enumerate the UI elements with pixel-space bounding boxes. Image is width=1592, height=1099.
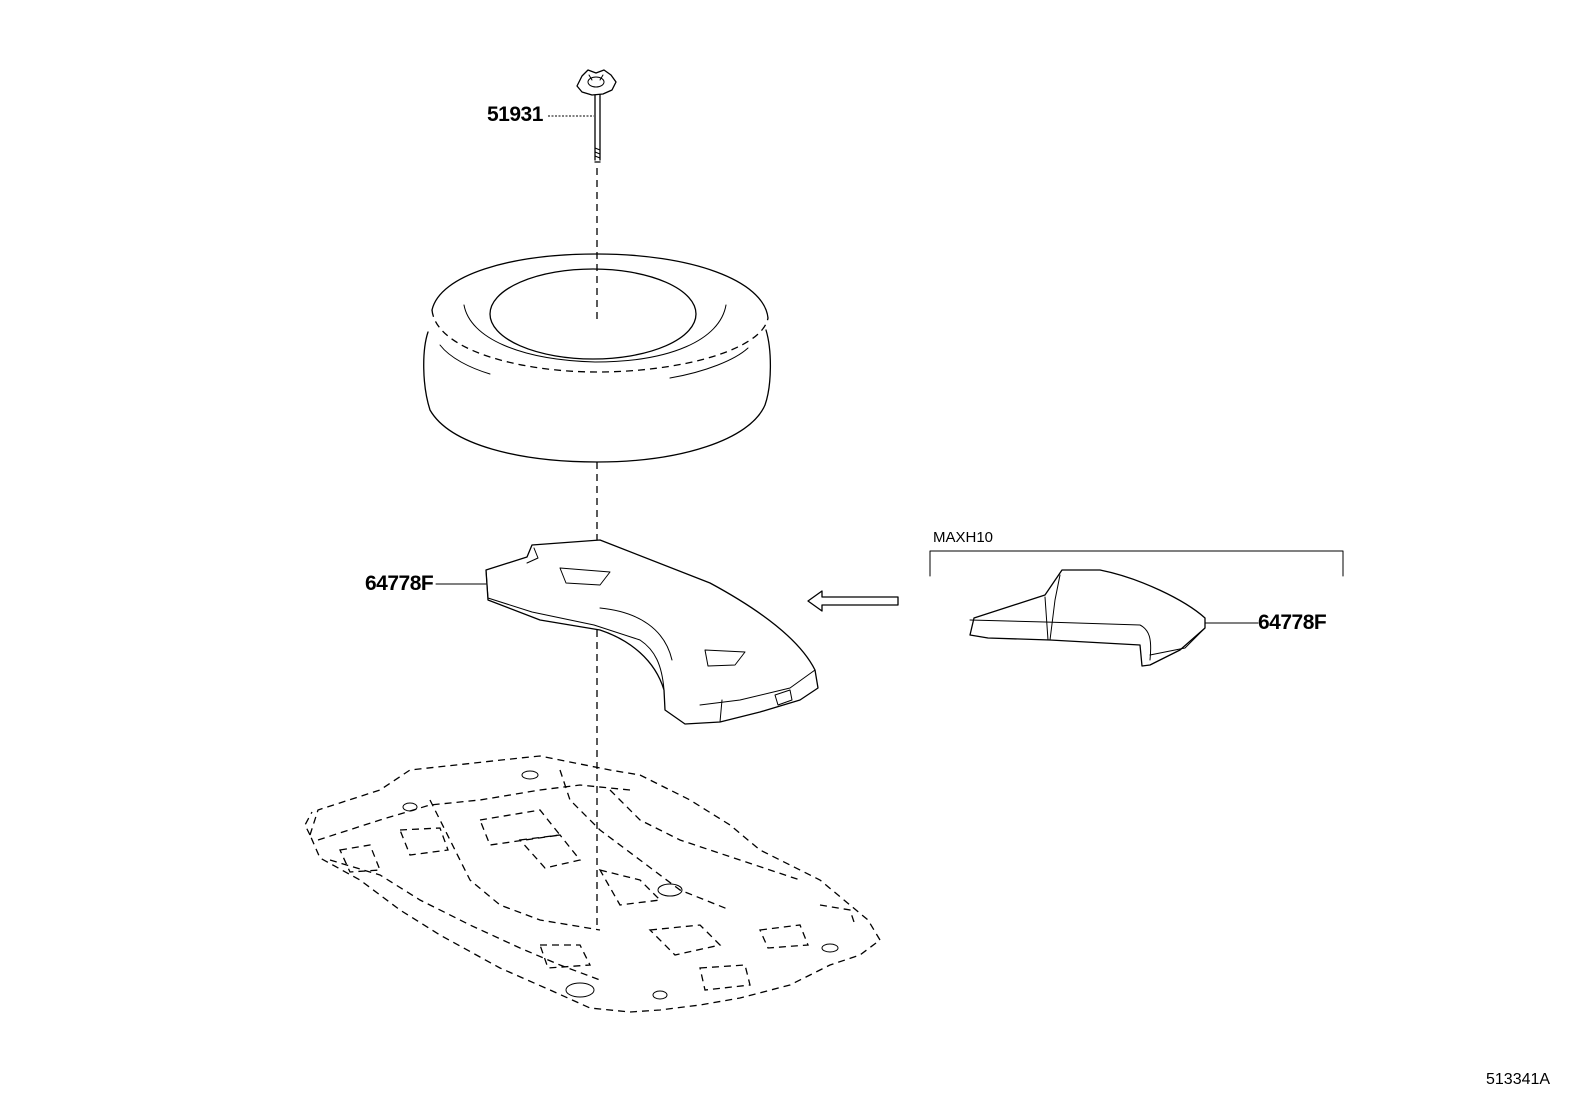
variant-bracket: [929, 550, 1344, 577]
tool-tray-alternative: [969, 569, 1206, 667]
part-number-64778f-alt: 64778F: [1258, 611, 1327, 634]
tool-tray-main: [485, 539, 819, 725]
figure-id: 513341A: [1486, 1071, 1551, 1088]
spare-wheel-clamp-bolt: [576, 69, 617, 163]
part-number-51931: 51931: [487, 103, 543, 126]
rear-floor-pan: [304, 755, 881, 1013]
reference-arrow: [807, 590, 899, 612]
part-number-64778f: 64778F: [365, 572, 434, 595]
variant-label: MAXH10: [933, 529, 994, 546]
spare-tire: [423, 253, 772, 463]
